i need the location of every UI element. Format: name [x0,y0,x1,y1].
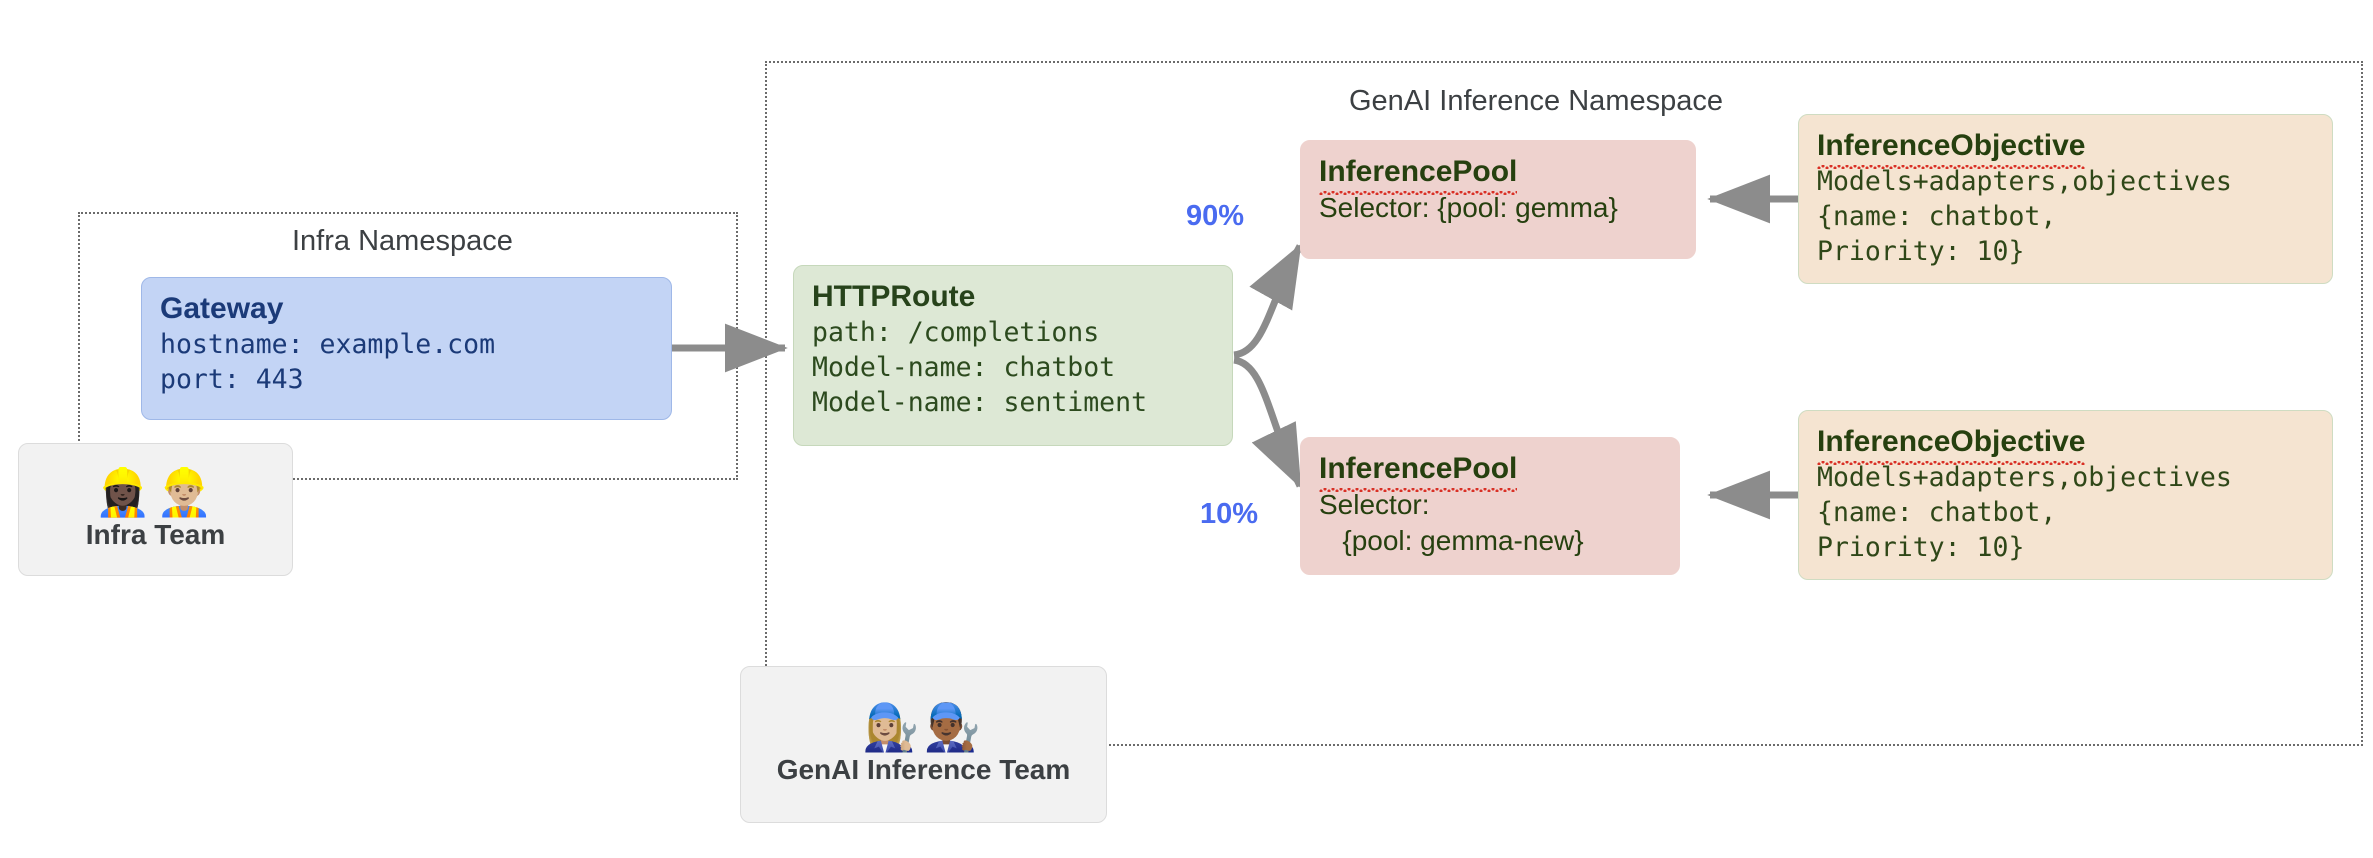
node-httproute-line-3: Model-name: sentiment [812,387,1148,419]
node-inferencepool-gemma-kind: InferencePool [1319,155,1677,195]
edge-label-90-percent: 90% [1186,200,1245,232]
infra-team-emojis: 👷🏿‍♀️👷🏼‍♂️ [94,465,217,520]
node-inferencepool-gemma-new-line-1: Selector: [1319,488,1430,520]
node-inferenceobjective-bottom-kind: InferenceObjective [1817,425,2314,465]
node-gateway-line-1: hostname: example.com [160,328,496,360]
node-inferenceobjective-top-line-2: {name: chatbot, [1817,201,2057,233]
node-httproute-kind: HTTPRoute [812,280,976,313]
spellcheck-squiggle-icon: InferencePool [1319,155,1518,195]
node-httproute-line-2: Model-name: chatbot [812,352,1116,384]
node-inferenceobjective-top[interactable]: InferenceObjective Models+adapters,objec… [1798,114,2333,284]
node-inferencepool-gemma[interactable]: InferencePool Selector: {pool: gemma} [1300,140,1696,259]
node-inferencepool-gemma-line-1: Selector: {pool: gemma} [1319,191,1618,223]
namespace-title-infra: Infra Namespace [282,225,523,258]
node-inferenceobjective-top-kind: InferenceObjective [1817,129,2314,169]
team-badge-infra[interactable]: 👷🏿‍♀️👷🏼‍♂️ Infra Team [18,443,293,576]
node-gateway-line-2: port: 443 [160,364,304,396]
genai-inference-team-label: GenAI Inference Team [776,753,1071,785]
node-inferencepool-gemma-new-kind: InferencePool [1319,452,1661,492]
namespace-boundary-genai [765,61,2363,746]
spellcheck-squiggle-icon: InferenceObjective [1817,425,2086,465]
spellcheck-squiggle-icon: InferencePool [1319,452,1518,492]
node-inferencepool-gemma-new[interactable]: InferencePool Selector: {pool: gemma-new… [1300,437,1680,575]
node-inferenceobjective-bottom[interactable]: InferenceObjective Models+adapters,objec… [1798,410,2333,580]
namespace-title-genai: GenAI Inference Namespace [1337,85,1735,118]
node-inferenceobjective-top-line-3: Priority: 10} [1817,236,2025,268]
node-gateway-kind: Gateway [160,292,284,325]
node-inferencepool-gemma-new-line-2: {pool: gemma-new} [1319,525,1584,557]
node-inferenceobjective-bottom-line-2: {name: chatbot, [1817,497,2057,529]
node-inferenceobjective-bottom-line-3: Priority: 10} [1817,532,2025,564]
spellcheck-squiggle-icon: InferenceObjective [1817,129,2086,169]
infra-team-label: Infra Team [85,518,226,550]
team-badge-genai-inference[interactable]: 👩🏼‍🔧👨🏾‍🔧 GenAI Inference Team [740,666,1107,823]
node-httproute-line-1: path: /completions [812,316,1100,348]
node-inferenceobjective-bottom-line-1: Models+adapters,objectives [1817,461,2232,493]
node-httproute[interactable]: HTTPRoute path: /completions Model-name:… [793,265,1233,446]
node-inferenceobjective-top-line-1: Models+adapters,objectives [1817,165,2232,197]
genai-inference-team-emojis: 👩🏼‍🔧👨🏾‍🔧 [862,700,985,755]
node-gateway[interactable]: Gateway hostname: example.com port: 443 [141,277,672,420]
edge-label-10-percent: 10% [1200,498,1259,530]
